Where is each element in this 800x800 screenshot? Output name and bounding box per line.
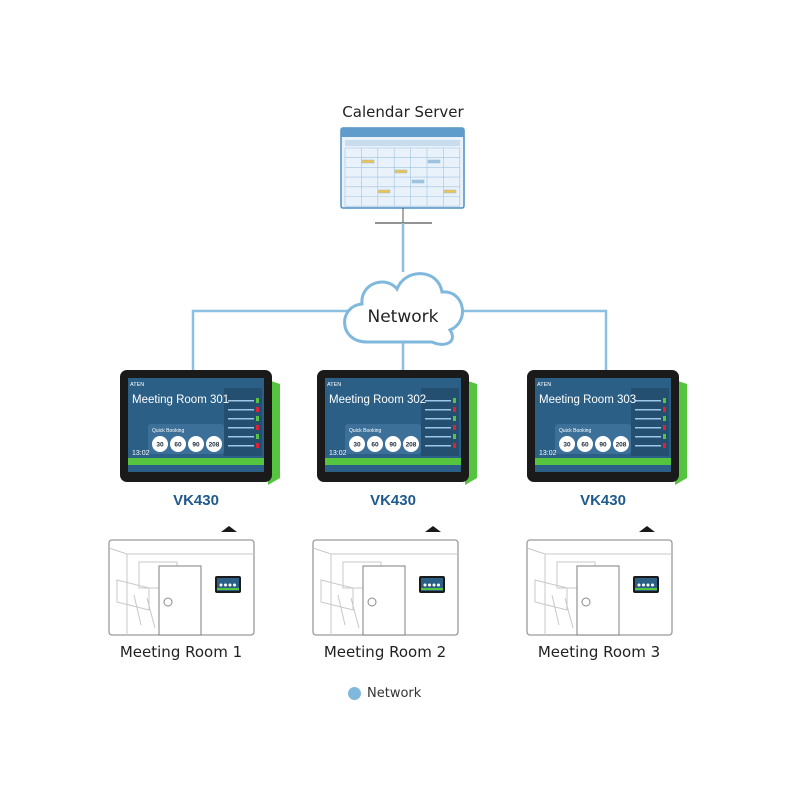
quick-booking-button[interactable]	[206, 436, 222, 452]
panel-time: 13:02	[329, 450, 347, 457]
quick-booking-button[interactable]	[613, 436, 629, 452]
panel-brand: ATEN	[327, 382, 341, 388]
meeting-room: Meeting Room 1	[108, 526, 255, 661]
panel-time: 13:02	[539, 450, 557, 457]
quick-booking-button[interactable]	[559, 436, 575, 452]
quick-booking-button[interactable]	[170, 436, 186, 452]
quick-booking-button[interactable]	[349, 436, 365, 452]
panel-room-title: Meeting Room 302	[329, 394, 426, 406]
quick-booking-button[interactable]	[385, 436, 401, 452]
panel-quick-booking-label: Quick Booking	[152, 428, 184, 434]
meeting-room: Meeting Room 2	[312, 526, 459, 661]
server-label: Calendar Server	[342, 103, 464, 121]
panel-brand: ATEN	[130, 382, 144, 388]
meeting-room-label: Meeting Room 3	[538, 643, 660, 661]
quick-booking-button-label: 60	[174, 442, 182, 449]
triangle-marker-icon	[221, 526, 237, 532]
triangle-marker-icon	[425, 526, 441, 532]
legend: Network	[348, 686, 421, 701]
quick-booking-button-label: 208	[616, 442, 627, 449]
panel-model-label: VK430	[370, 492, 416, 509]
quick-booking-button-label: 90	[599, 442, 607, 449]
quick-booking-button[interactable]	[188, 436, 204, 452]
meeting-room-label: Meeting Room 2	[324, 643, 446, 661]
quick-booking-button[interactable]	[152, 436, 168, 452]
network-cloud-icon: Network	[343, 272, 464, 346]
panel-model-label: VK430	[173, 492, 219, 509]
panel-quick-booking-label: Quick Booking	[559, 428, 591, 434]
panel-time: 13:02	[132, 450, 150, 457]
panel-model-label: VK430	[580, 492, 626, 509]
quick-booking-button-label: 30	[353, 442, 361, 449]
quick-booking-button-label: 90	[389, 442, 397, 449]
panel-brand: ATEN	[537, 382, 551, 388]
panel-room-title: Meeting Room 303	[539, 394, 636, 406]
meeting-room: Meeting Room 3	[526, 526, 673, 661]
panel-quick-booking-label: Quick Booking	[349, 428, 381, 434]
calendar-server-icon	[340, 127, 465, 224]
network-cloud-label: Network	[368, 307, 439, 327]
quick-booking-button-label: 30	[156, 442, 164, 449]
meeting-room-label: Meeting Room 1	[120, 643, 242, 661]
network-connections	[191, 223, 608, 372]
quick-booking-button-label: 208	[406, 442, 417, 449]
quick-booking-button-label: 30	[563, 442, 571, 449]
quick-booking-button-label: 90	[192, 442, 200, 449]
quick-booking-button[interactable]	[403, 436, 419, 452]
quick-booking-button-label: 60	[371, 442, 379, 449]
panel-room-title: Meeting Room 301	[132, 394, 229, 406]
quick-booking-button[interactable]	[577, 436, 593, 452]
quick-booking-button[interactable]	[367, 436, 383, 452]
triangle-marker-icon	[639, 526, 655, 532]
legend-dot-icon	[348, 687, 361, 700]
legend-label: Network	[367, 686, 422, 701]
quick-booking-button-label: 208	[209, 442, 220, 449]
quick-booking-button[interactable]	[595, 436, 611, 452]
quick-booking-button-label: 60	[581, 442, 589, 449]
